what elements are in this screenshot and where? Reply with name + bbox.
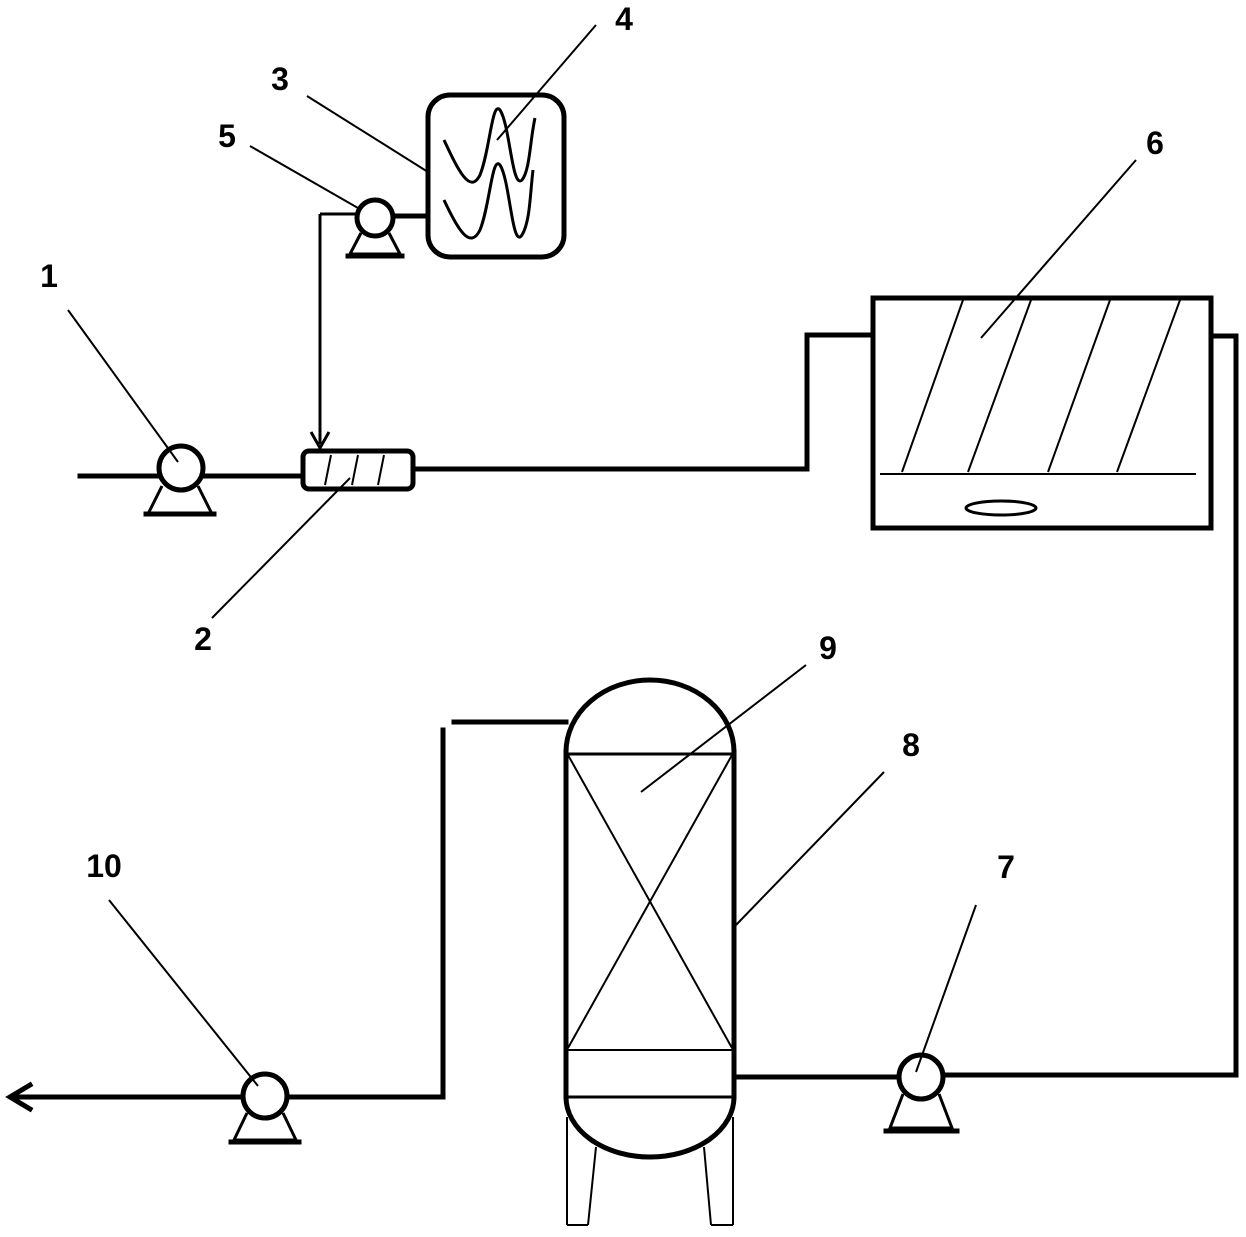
label-4: 4 (615, 1, 633, 37)
label-1: 1 (40, 258, 58, 294)
label-10: 10 (86, 848, 122, 884)
discharge-arrow (5, 1081, 246, 1113)
column-outlet-line (287, 719, 569, 1100)
label-7: 7 (997, 849, 1015, 885)
leader-lines (67, 24, 1137, 1087)
pump-1 (143, 443, 217, 517)
packing-9 (566, 752, 734, 1051)
tank-6 (870, 295, 1214, 531)
pump-7 (883, 1052, 960, 1134)
label-2: 2 (194, 621, 212, 657)
label-8: 8 (902, 727, 920, 763)
column-8 (563, 677, 737, 1226)
label-5: 5 (218, 118, 236, 154)
label-3: 3 (271, 61, 289, 97)
mixer-to-tank-line (410, 332, 875, 472)
dosing-line (309, 212, 357, 452)
mixer-2 (300, 448, 416, 492)
label-9: 9 (819, 630, 837, 666)
reservoir-3 (425, 92, 567, 260)
tank-to-pump7-line (942, 333, 1239, 1078)
pump-5 (345, 197, 405, 259)
wave-element-4 (442, 107, 537, 240)
label-6: 6 (1146, 125, 1164, 161)
pump-10 (228, 1071, 302, 1145)
